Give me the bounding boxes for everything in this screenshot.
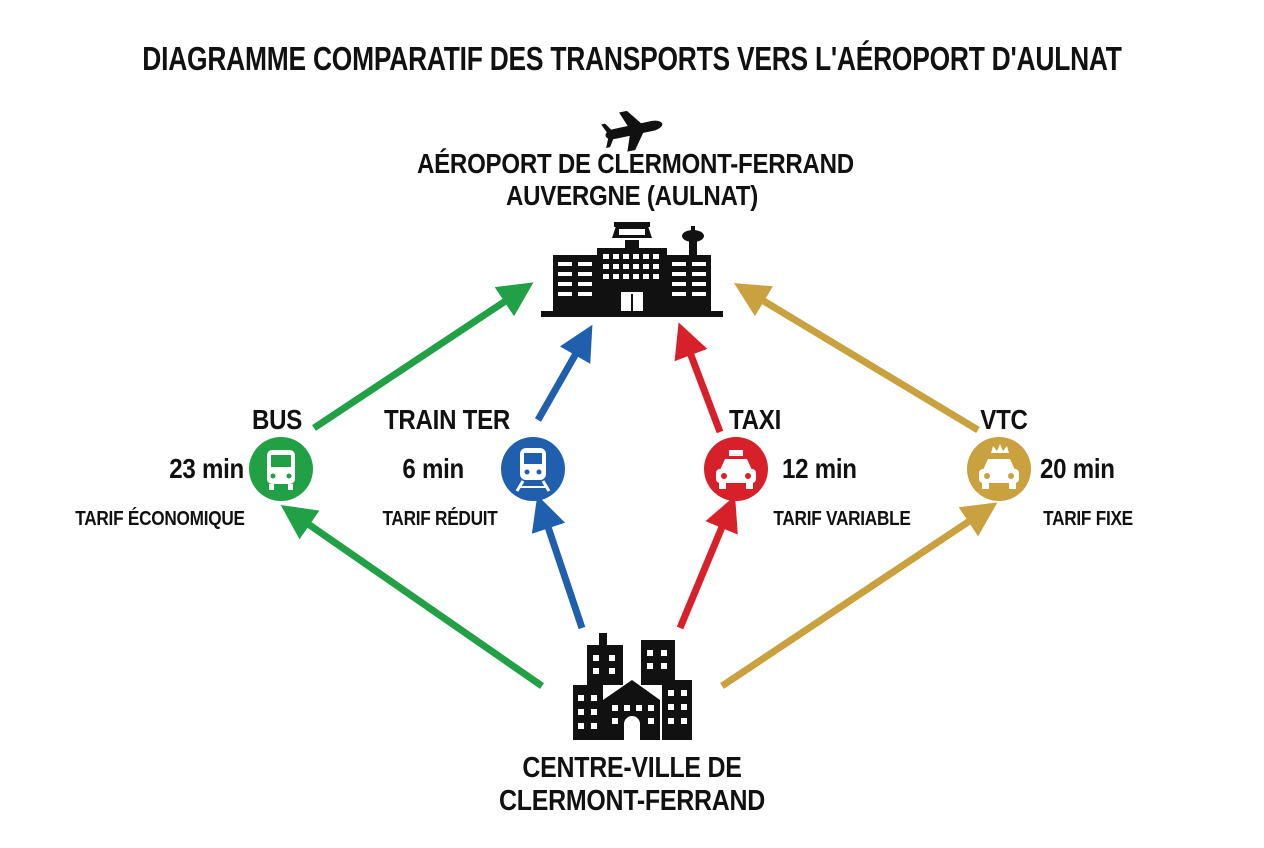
arrow-city-to-bus bbox=[280, 505, 544, 689]
diagram-title: DIAGRAMME COMPARATIF DES TRANSPORTS VERS… bbox=[142, 40, 1122, 77]
taxi-fare: TARIF VARIABLE bbox=[773, 508, 911, 530]
train-icon bbox=[501, 437, 565, 501]
airport-name: AÉROPORT DE CLERMONT-FERRAND AUVERGNE (A… bbox=[417, 148, 854, 212]
city-name-line1: CENTRE-VILLE DE bbox=[522, 752, 742, 784]
vtc-duration: 20 min bbox=[1040, 453, 1115, 484]
arrow-train-to-airport bbox=[534, 324, 593, 422]
taxi-label: TAXI bbox=[728, 404, 782, 435]
arrow-taxi-to-airport bbox=[674, 322, 724, 434]
bus-fare: TARIF ÉCONOMIQUE bbox=[75, 508, 245, 530]
airplane-icon bbox=[601, 110, 663, 152]
arrow-bus-to-airport bbox=[312, 282, 534, 431]
arrow-vtc-to-airport bbox=[734, 283, 980, 433]
bus-duration: 23 min bbox=[169, 453, 244, 484]
taxi-duration: 12 min bbox=[782, 453, 857, 484]
taxi-icon bbox=[704, 437, 768, 501]
train-label: TRAIN TER bbox=[383, 404, 511, 435]
city-name-line2: CLERMONT-FERRAND bbox=[498, 785, 766, 818]
vtc-fare: TARIF FIXE bbox=[1043, 508, 1133, 530]
city-name: CENTRE-VILLE DE CLERMONT-FERRAND bbox=[417, 752, 847, 819]
bus-label: BUS bbox=[251, 404, 303, 435]
vtc-car-icon bbox=[967, 437, 1031, 501]
train-fare: TARIF RÉDUIT bbox=[382, 508, 498, 530]
airport-name-line2: AUVERGNE (AULNAT) bbox=[505, 180, 759, 212]
arrow-city-to-vtc bbox=[720, 502, 998, 689]
arrow-city-to-train bbox=[531, 495, 586, 630]
airport-name-line1: AÉROPORT DE CLERMONT-FERRAND bbox=[417, 148, 854, 179]
arrow-city-to-taxi bbox=[676, 495, 738, 630]
train-duration: 6 min bbox=[402, 453, 464, 484]
bus-icon bbox=[249, 437, 313, 501]
city-buildings-icon bbox=[573, 633, 692, 740]
airport-terminal-icon bbox=[541, 222, 723, 317]
vtc-label: VTC bbox=[980, 404, 1028, 435]
